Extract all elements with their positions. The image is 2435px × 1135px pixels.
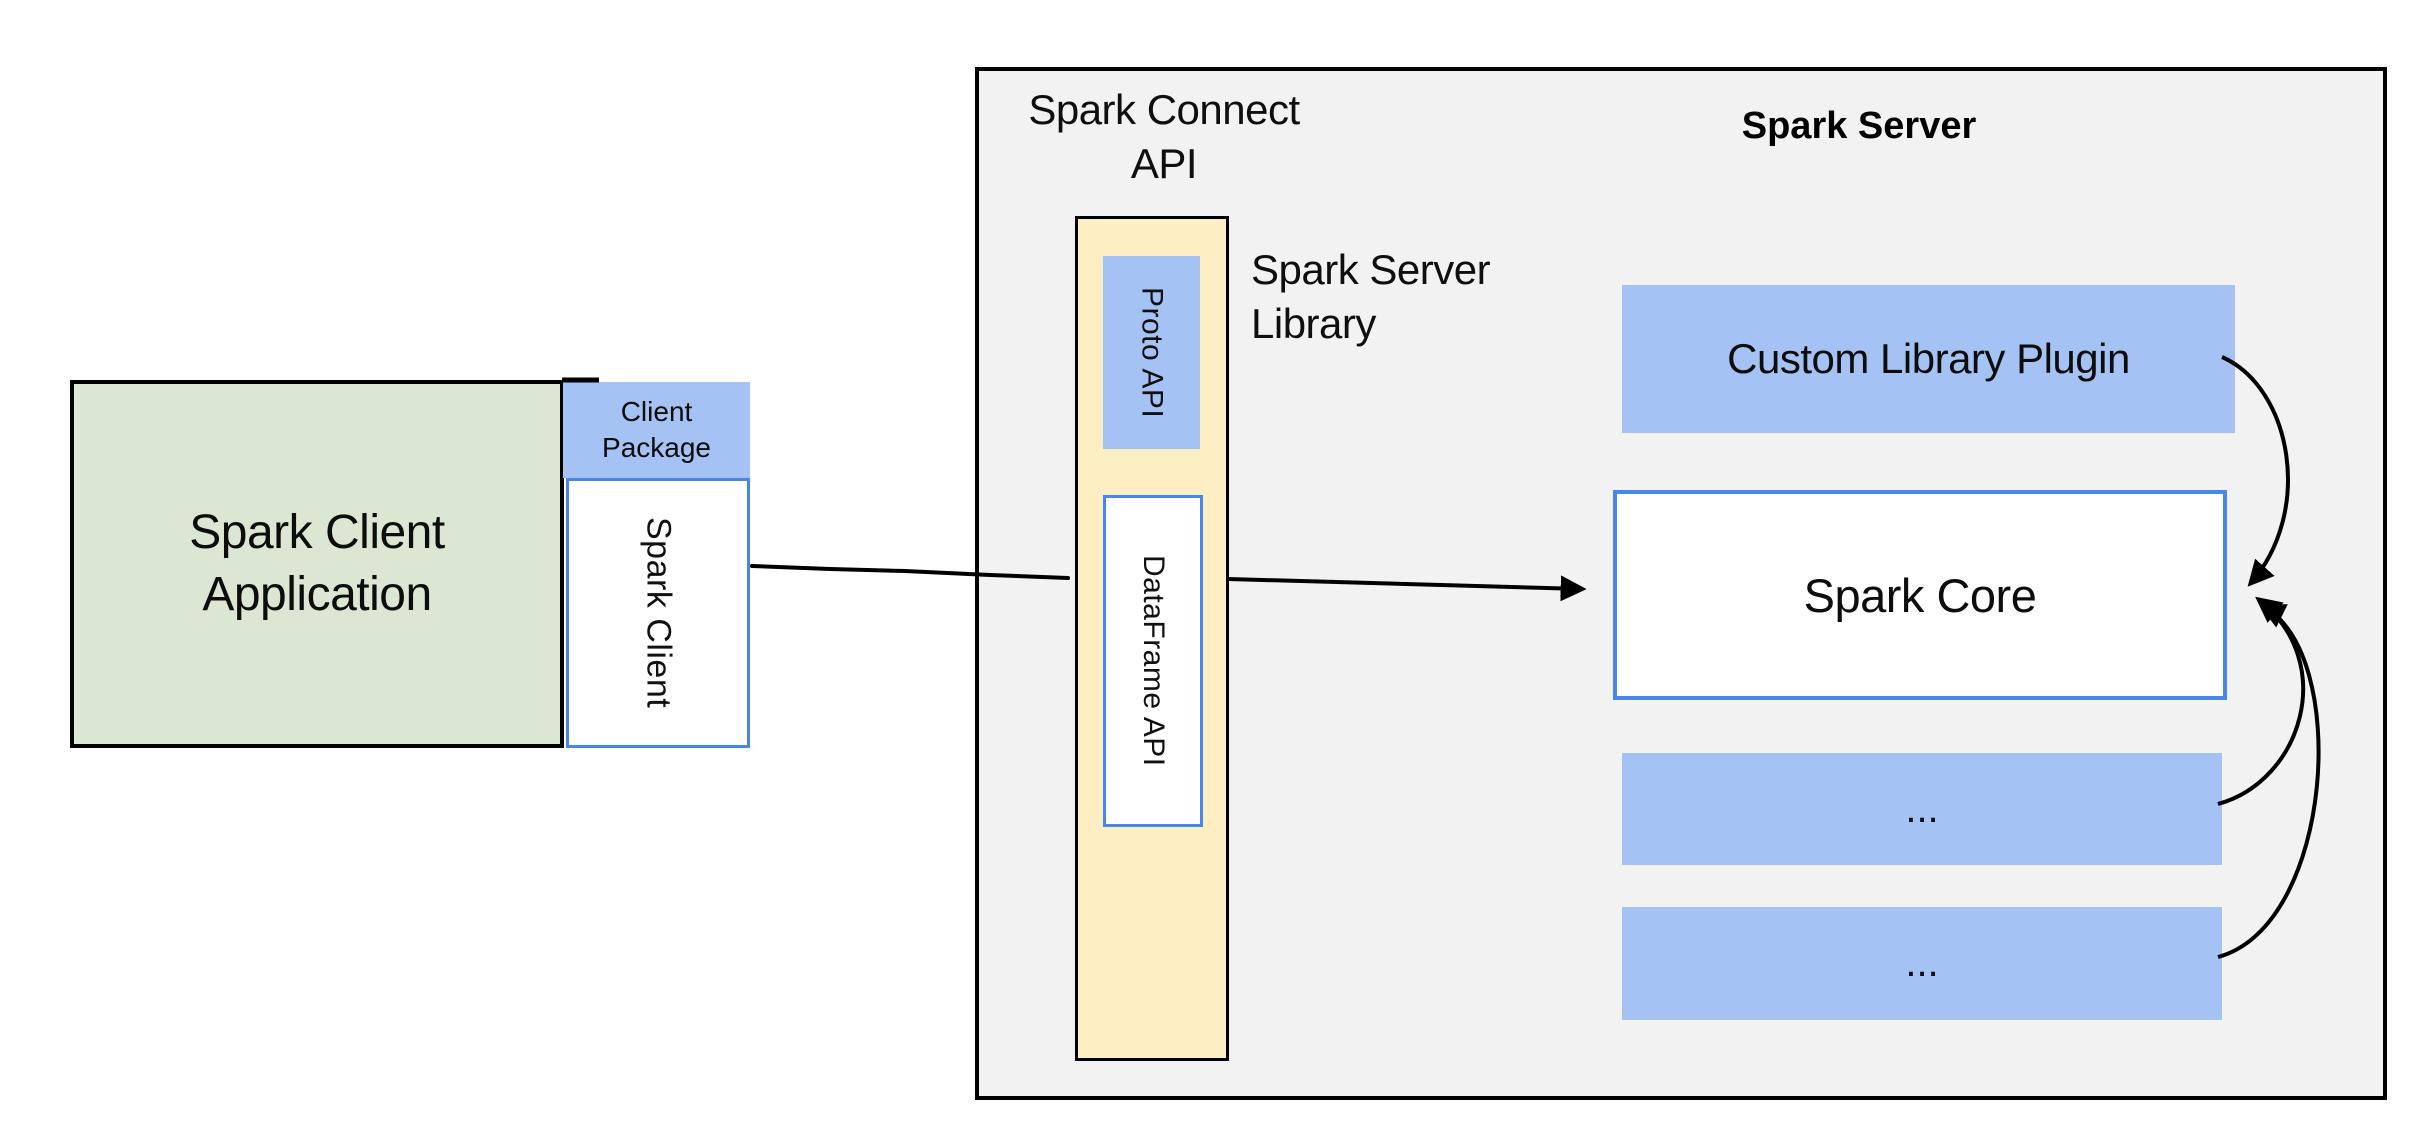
spark-core-box: Spark Core [1613, 490, 2227, 700]
spark-core-label: Spark Core [1803, 568, 2037, 622]
spark-server-library-label: Spark Server Library [1251, 246, 1491, 347]
proto-api-box: Proto API [1103, 256, 1200, 449]
client-package-box: Client Package [563, 382, 750, 478]
spark-client-label: Spark Client [639, 517, 678, 709]
spark-client-box: Spark Client [566, 478, 750, 748]
spark-server-library-box: Proto API DataFrame API [1075, 216, 1229, 1061]
custom-library-plugin-label: Custom Library Plugin [1727, 335, 2130, 382]
spark-client-application-label: Spark Client Application [189, 506, 445, 621]
dataframe-api-label: DataFrame API [1137, 555, 1170, 767]
server-module-box-2: ... [1622, 907, 2222, 1020]
dataframe-api-box: DataFrame API [1103, 495, 1203, 827]
custom-library-plugin-box: Custom Library Plugin [1622, 285, 2235, 433]
spark-server-title: Spark Server [1741, 105, 1977, 147]
spark-connect-container: Spark Connect API Spark Server Proto API… [975, 67, 2387, 1100]
spark-client-application-box: Spark Client Application [70, 380, 564, 748]
proto-api-label: Proto API [1135, 286, 1169, 419]
server-module-label-1: ... [1905, 786, 1939, 831]
spark-connect-api-title: Spark Connect API [1028, 86, 1300, 187]
client-package-label: Client Package [602, 396, 711, 463]
server-module-label-2: ... [1905, 941, 1939, 985]
server-module-box-1: ... [1622, 753, 2222, 865]
